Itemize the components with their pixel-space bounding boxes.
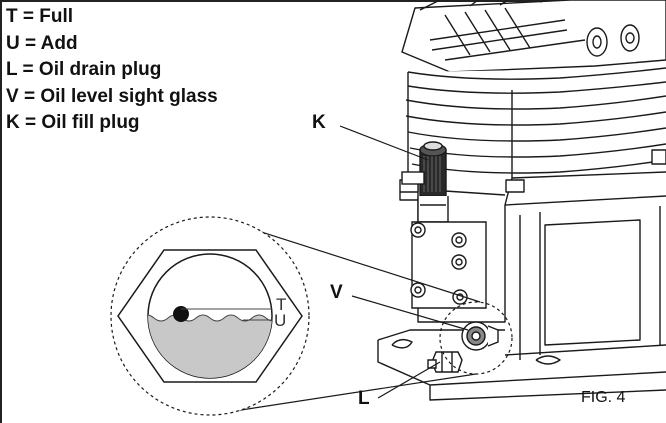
inset-leader-top (223, 219, 481, 303)
inset-label-t: T (276, 295, 287, 314)
legend: T = Full U = Add L = Oil drain plug V = … (6, 4, 218, 137)
callout-l: L (358, 388, 370, 409)
cover-bolts (401, 171, 468, 305)
legend-item: L = Oil drain plug (6, 59, 162, 80)
legend-item: U = Add (6, 32, 78, 54)
inset-label-u: U (274, 311, 287, 330)
callout-k: K (312, 112, 326, 133)
oil-sight-glass-v (461, 321, 499, 351)
legend-item: V = Oil level sight glass (6, 85, 218, 107)
leader-k (339, 125, 429, 161)
inset-sight-glass (117, 249, 303, 383)
leader-l (377, 361, 441, 399)
leader-v (351, 295, 469, 331)
inset-leader-bottom (227, 373, 477, 413)
legend-item: T = Full (6, 6, 74, 27)
compressor-drawing (377, 0, 666, 401)
figure-label: FIG. 4 (581, 389, 626, 406)
oil-drain-plug-l (427, 351, 463, 373)
callout-v: V (330, 282, 343, 303)
legend-item: K = Oil fill plug (6, 112, 140, 133)
